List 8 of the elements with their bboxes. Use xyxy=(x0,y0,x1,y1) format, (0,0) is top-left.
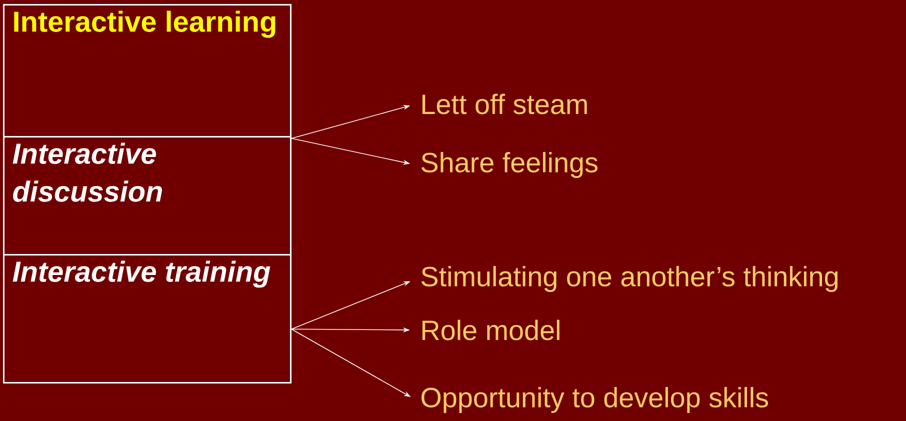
table-cell: Interactive training xyxy=(3,254,292,384)
list-item: Lett off steam xyxy=(422,94,587,114)
table-cell: Interactive learning xyxy=(3,4,292,138)
list-item: Opportunity to develop skills xyxy=(422,387,768,413)
list-item: Stimulating one another’s thinking xyxy=(421,266,838,292)
table-cell: Interactive discussion xyxy=(3,136,292,256)
list-item: Role model xyxy=(422,320,560,340)
list-item: Share feelings xyxy=(421,152,598,178)
